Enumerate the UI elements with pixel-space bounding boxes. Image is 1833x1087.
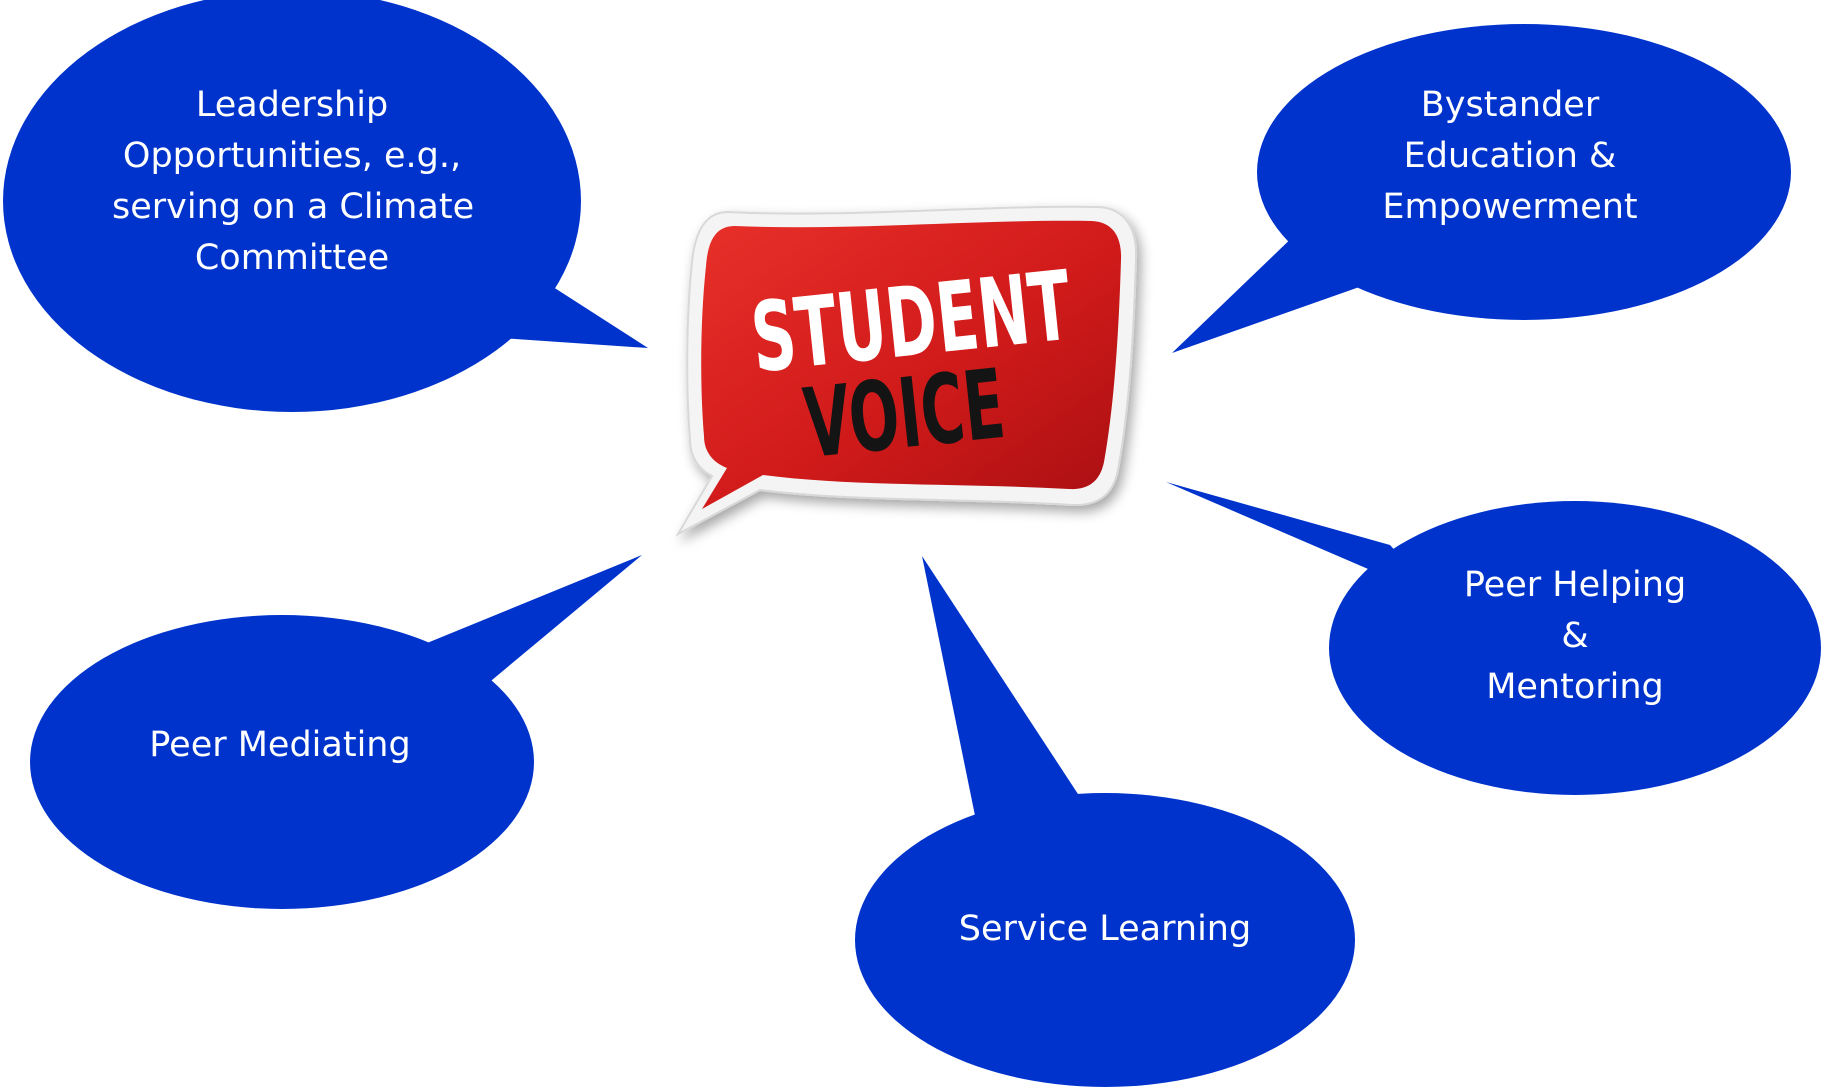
- logo-bubble-red: [701, 220, 1122, 509]
- bystander-line-1: Bystander: [1420, 85, 1600, 125]
- student-voice-logo: STUDENT VOICE: [675, 205, 1138, 537]
- leadership-line-3: serving on a Climate: [112, 187, 475, 227]
- speech-bubble-leadership: [3, 0, 648, 412]
- peer-helping-line-1: Peer Helping: [1463, 565, 1687, 605]
- peer-mediating-bubble-text: Peer Mediating: [130, 720, 430, 771]
- logo-text-voice: VOICE: [799, 348, 1010, 480]
- peer-helping-line-3: Mentoring: [1486, 667, 1664, 707]
- leadership-line-2: Opportunities, e.g.,: [122, 136, 462, 176]
- speech-bubble-peer-helping: [1166, 482, 1821, 795]
- service-learning-bubble-text: Service Learning: [945, 904, 1265, 955]
- leadership-bubble-text: Leadership Opportunities, e.g., serving …: [112, 80, 475, 284]
- bystander-line-2: Education &: [1403, 136, 1617, 176]
- leadership-line-4: Committee: [194, 238, 390, 278]
- peer-helping-line-2: &: [1561, 616, 1589, 656]
- speech-bubble-bystander: [1172, 24, 1791, 353]
- service-learning-line-1: Service Learning: [958, 909, 1252, 949]
- bystander-line-3: Empowerment: [1382, 187, 1638, 227]
- peer-helping-bubble-text: Peer Helping & Mentoring: [1420, 560, 1730, 713]
- speech-bubble-service-learning: [855, 556, 1355, 1087]
- bystander-bubble-text: Bystander Education & Empowerment: [1340, 80, 1680, 233]
- leadership-line-1: Leadership: [195, 85, 389, 125]
- peer-mediating-line-1: Peer Mediating: [149, 725, 411, 765]
- speech-bubble-peer-mediating: [30, 555, 642, 909]
